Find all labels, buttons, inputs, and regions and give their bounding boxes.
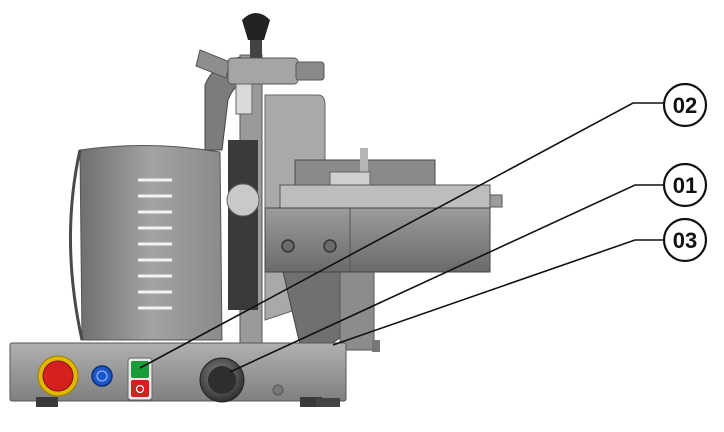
leader-line-02 xyxy=(139,102,665,369)
sharpener-knob xyxy=(242,13,270,40)
callout-label-01: 01 xyxy=(673,173,697,198)
ventilation-slots xyxy=(138,178,172,310)
emergency-stop-button xyxy=(37,355,79,397)
sharpener-assembly xyxy=(195,13,325,115)
motor-housing xyxy=(69,144,223,341)
reset-button xyxy=(91,365,113,387)
callout-03: 03 xyxy=(662,217,708,263)
thickness-knob xyxy=(199,357,245,403)
leader-line-03 xyxy=(332,239,665,346)
leader-line-01 xyxy=(229,184,665,373)
callout-label-02: 02 xyxy=(673,93,697,118)
callout-01: 01 xyxy=(662,162,708,208)
leader-lines xyxy=(139,102,665,373)
callout-label-03: 03 xyxy=(673,228,697,253)
product-carriage xyxy=(264,148,503,273)
callout-02: 02 xyxy=(662,82,708,128)
